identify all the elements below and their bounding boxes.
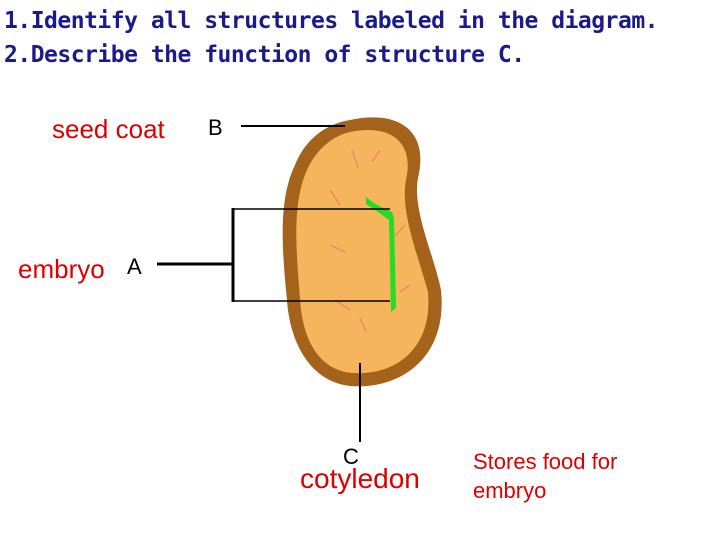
- function-text-line-2: embryo: [473, 480, 546, 502]
- seed-coat-label: seed coat: [52, 116, 165, 142]
- embryo-label: embryo: [18, 256, 105, 282]
- question-1: 1.Identify all structures labeled in the…: [4, 8, 658, 34]
- question-2: 2.Describe the function of structure C.: [4, 42, 525, 68]
- cotyledon-label: cotyledon: [300, 465, 420, 493]
- embryo-letter: A: [127, 256, 142, 278]
- seed-coat-letter: B: [208, 117, 223, 139]
- function-text-line-1: Stores food for: [473, 451, 617, 473]
